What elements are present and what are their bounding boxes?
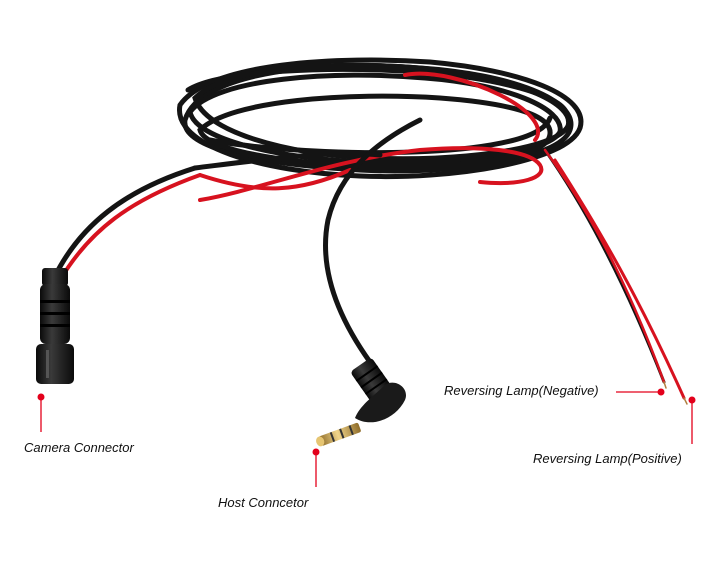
callout-negative (616, 388, 665, 396)
host-cable (323, 117, 423, 365)
camera-cable (51, 151, 383, 282)
reversing-lamp-positive-label: Reversing Lamp(Positive) (533, 451, 682, 466)
camera-connector (36, 268, 74, 384)
reversing-lamp-wires (543, 148, 688, 405)
host-connector-label: Host Conncetor (218, 495, 309, 510)
callout-camera (37, 393, 45, 432)
callout-host (312, 448, 320, 487)
cable-coil (177, 57, 584, 202)
callout-positive (688, 396, 696, 444)
host-connector (316, 358, 406, 447)
reversing-lamp-negative-label: Reversing Lamp(Negative) (444, 383, 599, 398)
camera-connector-label: Camera Connector (24, 440, 134, 455)
